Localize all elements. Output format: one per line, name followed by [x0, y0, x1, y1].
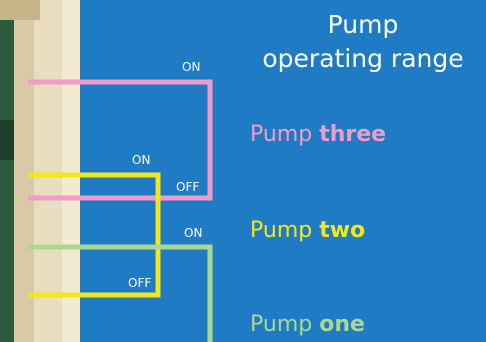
pump-three-number: three — [319, 122, 387, 147]
pump-one-on-label: ON — [184, 226, 203, 240]
pump-one-range-line — [28, 244, 213, 342]
pump-two-off-label: OFF — [128, 276, 152, 290]
pump-three-range-line — [28, 79, 213, 201]
pump-one-prefix: Pump — [250, 312, 313, 337]
pump-three-prefix: Pump — [250, 122, 313, 147]
pump-two-label: Pump two — [250, 218, 365, 244]
pump-three-off-label: OFF — [176, 180, 200, 194]
pump-three-on-label: ON — [182, 60, 201, 74]
pump-two-prefix: Pump — [250, 218, 313, 243]
pump-one-label: Pump one — [250, 312, 365, 338]
diagram-title: Pump operating range — [248, 8, 478, 76]
pump-one-number: one — [319, 312, 365, 337]
title-line-2: operating range — [262, 44, 464, 73]
pump-two-on-label: ON — [132, 153, 151, 167]
pump-two-range-line — [28, 172, 161, 298]
pump-three-label: Pump three — [250, 122, 386, 148]
pump-two-number: two — [319, 218, 366, 243]
tank-photo — [0, 0, 80, 342]
title-line-1: Pump — [327, 10, 399, 39]
